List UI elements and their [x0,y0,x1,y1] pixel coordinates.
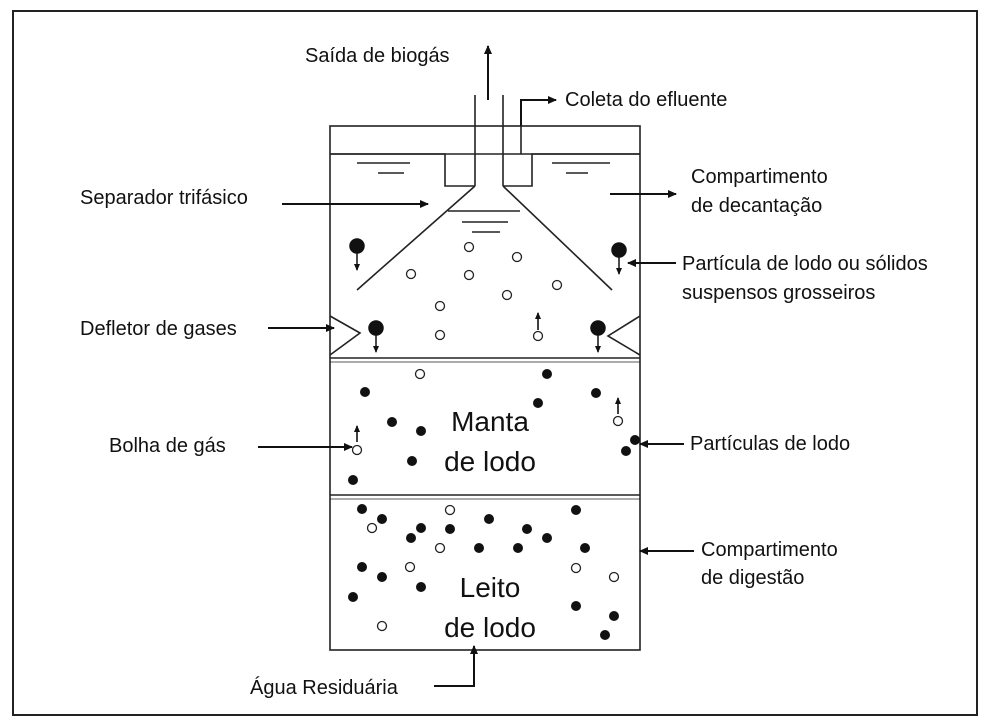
left-deflector [329,315,362,356]
label-gas-bubble: Bolha de gás [109,435,226,457]
zone-sludge-blanket-2: de lodo [444,446,536,477]
label-biogas-outlet: Saída de biogás [305,45,450,67]
label-settling-compartment-1: Compartimento [691,166,828,188]
label-three-phase-separator: Separador trifásico [80,187,248,209]
label-sludge-particle-2: suspensos grosseiros [682,282,876,304]
right-deflector [606,315,641,356]
diagram-frame [12,10,978,716]
label-settling-compartment-2: de decantação [691,195,823,217]
separator-left [356,185,476,291]
wastewater-arrow [434,645,478,687]
label-wastewater: Água Residuária [250,677,398,699]
separator-right [502,185,613,291]
label-effluent-collection: Coleta do efluente [565,89,728,111]
zone-sludge-bed-2: de lodo [444,612,536,643]
left-weir [330,153,475,187]
effluent-arrow [520,96,557,126]
label-digestion-compartment-1: Compartimento [701,539,838,561]
label-gas-deflector: Defletor de gases [80,318,237,340]
right-weir [503,153,640,187]
zone-sludge-bed-1: Leito [459,572,521,603]
reactor-body [329,125,641,651]
label-sludge-particles: Partículas de lodo [690,433,851,455]
label-digestion-compartment-2: de digestão [701,567,805,589]
zone-sludge-blanket-1: Manta [451,406,529,437]
label-sludge-particle-1: Partícula de lodo ou sólidos [682,253,928,275]
